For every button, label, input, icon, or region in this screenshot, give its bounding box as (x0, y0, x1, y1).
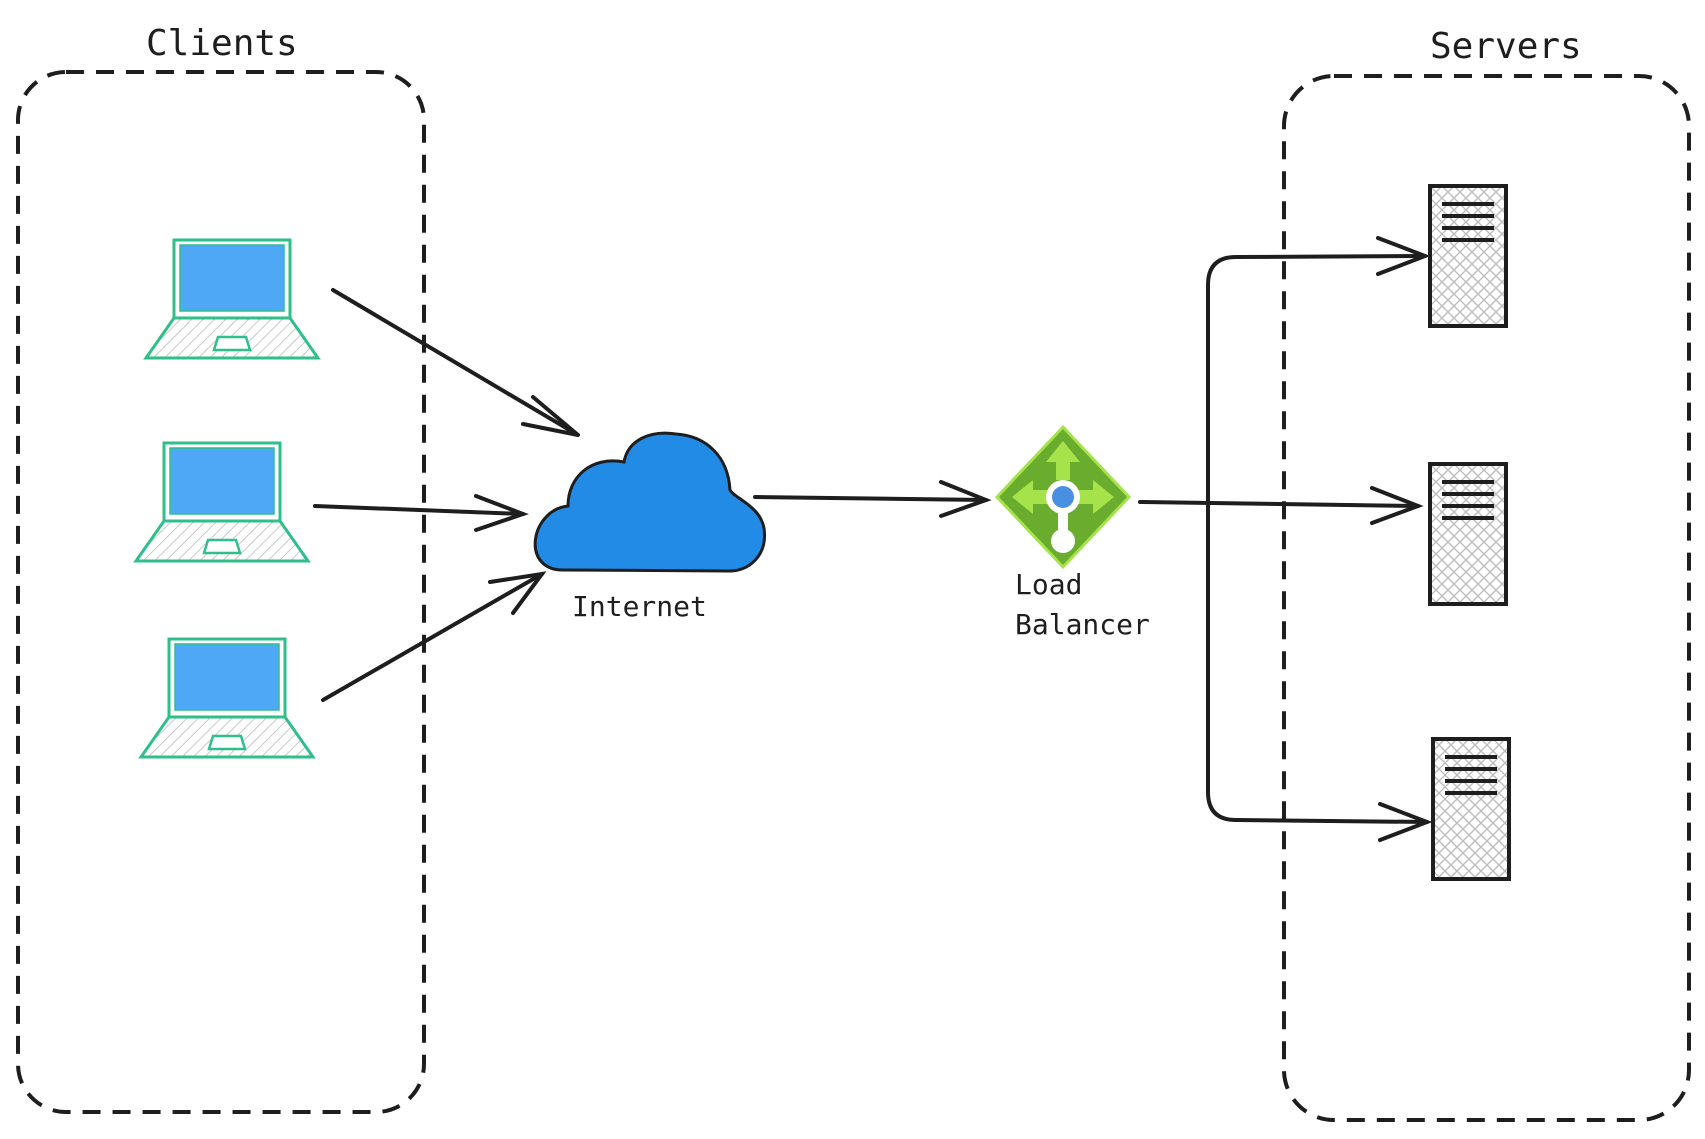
load-balancer-to-server-connector (1206, 503, 1433, 842)
server-icon (1428, 184, 1508, 328)
load-balancer-label-line1: Load (1015, 568, 1082, 601)
load-balancer-to-server-connector (1138, 486, 1424, 525)
servers-group-boundary (1282, 74, 1691, 1122)
client-laptop-icon (144, 238, 320, 360)
clients-group-title: Clients (146, 23, 298, 64)
client-laptop-icon (134, 441, 310, 563)
internet-to-load-balancer-arrow (753, 480, 992, 518)
client-to-internet-arrow (313, 494, 529, 532)
client-to-internet-arrow (331, 288, 580, 437)
server-icon (1431, 737, 1511, 881)
internet-label: Internet (572, 590, 707, 623)
servers-group-title: Servers (1430, 26, 1582, 67)
load-balancer-icon (994, 424, 1132, 570)
client-laptop-icon (139, 637, 315, 759)
internet-cloud-icon (533, 431, 766, 573)
server-icon (1428, 462, 1508, 606)
clients-group-boundary (16, 70, 426, 1114)
load-balancer-to-server-connector (1206, 236, 1431, 507)
client-to-internet-arrow (321, 571, 547, 702)
load-balancer-label-line2: Balancer (1015, 608, 1150, 641)
